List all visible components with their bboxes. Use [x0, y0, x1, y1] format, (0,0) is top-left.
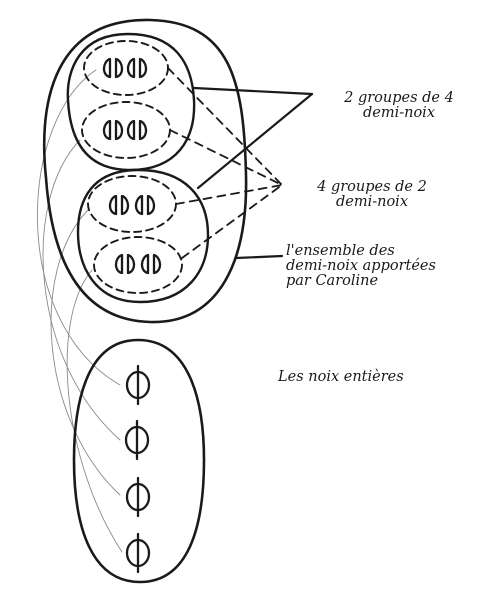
half-nut-icon [154, 255, 160, 273]
whole-nut-icon [127, 366, 149, 404]
pointer-line [170, 130, 282, 185]
half-nut-pair [104, 59, 122, 77]
label-line: par Caroline [286, 274, 482, 289]
pointer-line [198, 94, 312, 188]
groups-of-4-pointers [194, 88, 312, 188]
half-nut-icon [140, 59, 146, 77]
half-nut-icon [116, 59, 122, 77]
group-of-2-outline [94, 237, 182, 293]
label-line: 4 groupes de 2 [294, 180, 450, 195]
half-nut-icon [116, 121, 122, 139]
outer-set-pointer [236, 256, 282, 258]
half-nut-pair [128, 59, 146, 77]
pointer-line [194, 88, 312, 94]
half-nut-icon [128, 59, 134, 77]
label-line: Les noix entières [278, 370, 478, 385]
pencil-link-line [67, 270, 122, 552]
label-whole-nuts: Les noix entières [278, 370, 478, 385]
groups-of-2-pointers [168, 68, 282, 258]
group-of-2-outline [84, 41, 168, 95]
group-of-4-outline-top [68, 34, 194, 170]
half-nut-pair [136, 196, 154, 214]
label-groups-of-2: 4 groupes de 2 demi-noix [294, 180, 450, 210]
group-of-4-outline-bottom [78, 170, 208, 302]
label-line: demi-noix apportées [286, 259, 482, 274]
label-line: demi-noix [318, 106, 480, 121]
half-nuts [104, 59, 160, 273]
group-of-2-outline [82, 102, 170, 158]
groups-of-2 [82, 41, 182, 293]
half-nut-pair [116, 255, 134, 273]
label-all-halves: l'ensemble des demi-noix apportées par C… [286, 244, 482, 289]
half-nut-icon [136, 196, 142, 214]
half-nut-icon [128, 255, 134, 273]
half-nut-icon [110, 196, 116, 214]
half-nut-icon [104, 121, 110, 139]
half-nut-icon [148, 196, 154, 214]
half-nut-pair [142, 255, 160, 273]
half-nut-icon [104, 59, 110, 77]
whole-nut-icon [127, 478, 149, 516]
whole-nuts [126, 366, 149, 572]
label-line: l'ensemble des [286, 244, 482, 259]
group-of-2-outline [88, 176, 176, 232]
half-nut-icon [128, 121, 134, 139]
half-nut-pair [110, 196, 128, 214]
half-nut-pair [128, 121, 146, 139]
label-line: 2 groupes de 4 [318, 91, 480, 106]
half-nut-icon [116, 255, 122, 273]
half-nut-icon [122, 196, 128, 214]
half-nut-pair [104, 121, 122, 139]
half-nut-icon [142, 255, 148, 273]
whole-nut-icon [127, 534, 149, 572]
whole-nut-icon [126, 421, 148, 459]
half-nut-icon [140, 121, 146, 139]
label-groups-of-4: 2 groupes de 4 demi-noix [318, 91, 480, 121]
pointer-line [168, 68, 282, 185]
label-line: demi-noix [294, 195, 450, 210]
